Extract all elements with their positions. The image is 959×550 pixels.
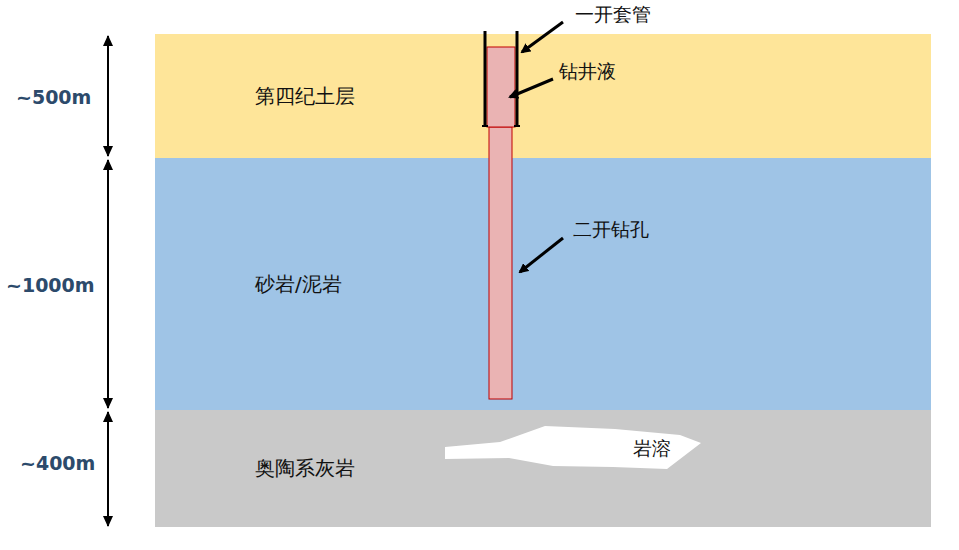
casing-wall: [484, 31, 487, 127]
leader-arrow: [522, 22, 563, 52]
layer-name: 砂岩/泥岩: [255, 271, 342, 298]
borehole: [489, 127, 512, 399]
dimension-arrow: [107, 36, 109, 156]
dimension-arrow: [107, 412, 109, 526]
rock-layer: 奥陶系灰岩 岩溶: [155, 410, 931, 527]
casing-shoe: [514, 125, 520, 127]
karst-cavity: 岩溶: [445, 421, 701, 473]
layer-name: 第四纪土层: [255, 83, 355, 110]
dimension-label: ~500m: [14, 86, 93, 108]
casing-shoe: [482, 125, 488, 127]
dimension-label: ~1000m: [4, 274, 97, 296]
drilling-fluid: [487, 47, 515, 127]
callout-label: 钻井液: [559, 59, 616, 85]
dimension-arrow: [107, 160, 109, 408]
layer-name: 奥陶系灰岩: [255, 455, 355, 482]
dimension-label: ~400m: [18, 452, 97, 474]
rock-layer: 第四纪土层: [155, 34, 931, 158]
leader-arrow: [510, 79, 553, 97]
casing-wall: [516, 31, 519, 127]
leader-arrow: [520, 238, 563, 272]
callout-label: 二开钻孔: [573, 217, 649, 243]
callout-label: 一开套管: [575, 2, 651, 28]
karst-label: 岩溶: [633, 436, 671, 462]
rock-layer: 砂岩/泥岩: [155, 158, 931, 410]
